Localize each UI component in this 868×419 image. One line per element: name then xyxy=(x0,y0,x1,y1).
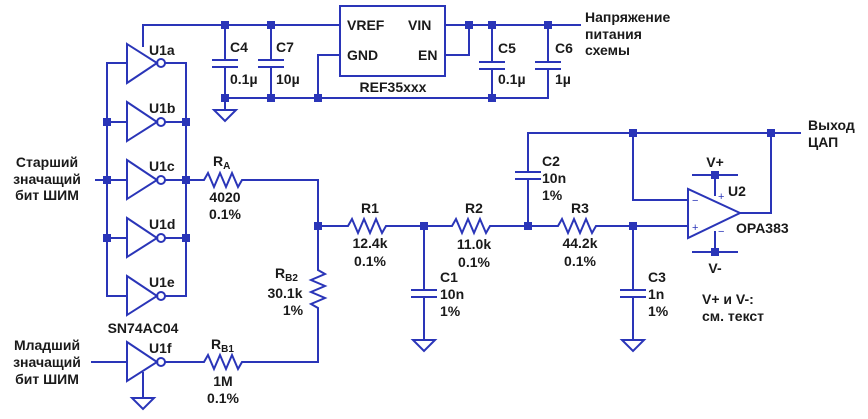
svg-text:RB1: RB1 xyxy=(211,336,234,355)
svg-text:RA: RA xyxy=(213,153,230,172)
pin-gnd-label: GND xyxy=(347,47,378,63)
svg-text:OPA383: OPA383 xyxy=(736,220,789,236)
svg-text:1%: 1% xyxy=(440,303,461,319)
wire-gnd-pin xyxy=(317,54,339,99)
svg-text:0.1µ: 0.1µ xyxy=(230,71,258,87)
capacitor-c5: C5 0.1µ xyxy=(479,24,526,99)
vplus-label: V+ xyxy=(706,154,724,170)
svg-text:30.1k: 30.1k xyxy=(267,285,302,301)
resistor-r1: R1 12.4k 0.1% xyxy=(317,200,425,269)
svg-text:11.0k: 11.0k xyxy=(457,236,491,252)
svg-text:1%: 1% xyxy=(542,187,563,203)
msb-label-2: значащий xyxy=(13,171,81,187)
svg-text:U1a: U1a xyxy=(149,42,175,58)
svg-text:U1e: U1e xyxy=(149,274,175,290)
capacitor-c4: C4 0.1µ xyxy=(212,24,258,99)
inverter-bank: U1a U1b U1c U1d U1e xyxy=(13,42,190,336)
ref35-part-label: REF35xxx xyxy=(360,79,427,95)
svg-text:0.1%: 0.1% xyxy=(458,254,490,270)
resistor-rb1: RB1 1M 0.1% xyxy=(164,309,319,406)
svg-text:1%: 1% xyxy=(283,302,304,318)
svg-text:C6: C6 xyxy=(555,40,573,56)
svg-text:1%: 1% xyxy=(648,303,669,319)
inverter-part-label: SN74AC04 xyxy=(108,320,179,336)
capacitor-c3: C3 1n 1% xyxy=(619,225,669,353)
svg-text:U1b: U1b xyxy=(149,100,175,116)
svg-text:C2: C2 xyxy=(542,153,560,169)
supply-label-1: Напряжение xyxy=(585,9,670,25)
wire-en xyxy=(446,24,470,56)
svg-text:+: + xyxy=(692,222,698,234)
resistor-r2: R2 11.0k 0.1% xyxy=(423,200,529,270)
inverter-u1d: U1d xyxy=(106,216,187,259)
pin-vref-label: VREF xyxy=(347,17,385,33)
svg-text:U1d: U1d xyxy=(149,216,175,232)
svg-text:U2: U2 xyxy=(728,183,746,199)
svg-text:C4: C4 xyxy=(230,39,248,55)
lsb-label-2: значащий xyxy=(13,354,81,370)
svg-text:C1: C1 xyxy=(440,269,458,285)
svg-text:12.4k: 12.4k xyxy=(352,235,387,251)
svg-text:10n: 10n xyxy=(440,286,464,302)
svg-text:R3: R3 xyxy=(571,200,589,216)
svg-text:U1f: U1f xyxy=(149,340,172,356)
resistor-rb2: RB2 30.1k 1% xyxy=(267,225,328,363)
svg-text:−: − xyxy=(692,195,698,207)
pin-en-label: EN xyxy=(418,47,437,63)
output-label-2: ЦАП xyxy=(808,134,838,150)
vminus-label: V- xyxy=(708,260,722,276)
svg-text:10n: 10n xyxy=(542,170,566,186)
svg-text:1µ: 1µ xyxy=(555,71,571,87)
capacitor-c6: C6 1µ xyxy=(535,24,573,99)
capacitor-c1: C1 10n 1% xyxy=(410,225,464,353)
svg-text:0.1%: 0.1% xyxy=(209,206,241,222)
svg-text:C3: C3 xyxy=(648,269,666,285)
inverter-u1b: U1b xyxy=(106,100,187,143)
capacitor-c7: C7 10µ xyxy=(258,24,300,99)
supply-label-2: питания xyxy=(585,26,642,42)
svg-text:R1: R1 xyxy=(361,200,379,216)
svg-text:0.1%: 0.1% xyxy=(354,253,386,269)
svg-text:44.2k: 44.2k xyxy=(562,235,597,251)
svg-text:R2: R2 xyxy=(465,200,483,216)
svg-text:C7: C7 xyxy=(276,39,294,55)
resistor-r3: R3 44.2k 0.1% xyxy=(527,200,689,269)
svg-text:C5: C5 xyxy=(498,40,516,56)
capacitor-c2: C2 10n 1% xyxy=(515,132,774,227)
output-label-1: Выход xyxy=(808,117,855,133)
pin-vin-label: VIN xyxy=(408,17,431,33)
supply-label-3: схемы xyxy=(585,42,630,58)
svg-text:+: + xyxy=(718,191,724,203)
junctions xyxy=(314,129,775,230)
svg-text:1M: 1M xyxy=(213,373,232,389)
inverter-u1e: U1e xyxy=(126,274,175,317)
lsb-label-1: Младший xyxy=(14,337,80,353)
lsb-label-3: бит ШИМ xyxy=(15,371,79,387)
svg-text:4020: 4020 xyxy=(209,189,240,205)
svg-text:U1c: U1c xyxy=(149,158,175,174)
reference-section: VREF VIN GND EN REF35xxx C4 0.1µ C7 10µ … xyxy=(142,5,670,123)
inverter-u1c: U1c xyxy=(126,158,187,201)
svg-text:10µ: 10µ xyxy=(276,71,300,87)
resistor-ra: RA 4020 0.1% xyxy=(185,153,319,227)
svg-text:0.1%: 0.1% xyxy=(564,253,596,269)
supply-note-2: см. текст xyxy=(702,308,764,324)
inverter-u1a: U1a xyxy=(126,42,175,85)
ref35-chip xyxy=(339,5,446,77)
svg-text:−: − xyxy=(718,226,724,238)
supply-note-1: V+ и V-: xyxy=(702,291,754,307)
svg-text:0.1%: 0.1% xyxy=(207,390,239,406)
svg-text:RB2: RB2 xyxy=(275,265,298,284)
inverter-u1f: U1f Младший значащий бит ШИМ xyxy=(13,337,172,411)
opamp-u2: − + + − U2 OPA383 V+ V- xyxy=(632,132,801,276)
msb-label-3: бит ШИМ xyxy=(15,187,79,203)
msb-label-1: Старший xyxy=(16,154,78,170)
svg-text:0.1µ: 0.1µ xyxy=(498,71,526,87)
svg-text:1n: 1n xyxy=(648,286,664,302)
